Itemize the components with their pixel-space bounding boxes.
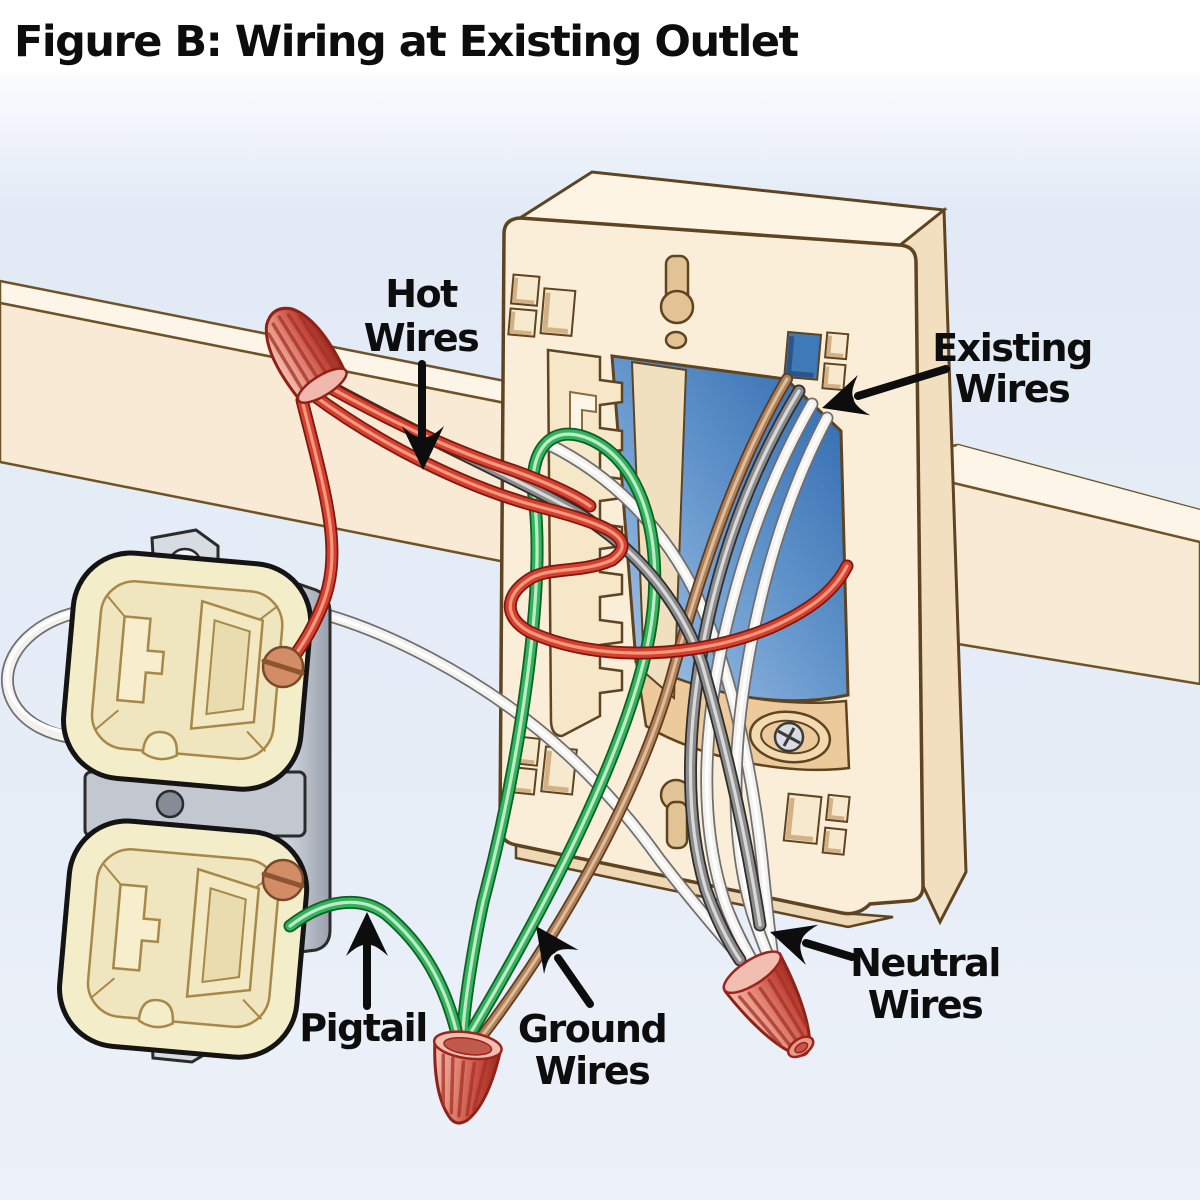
page-title: Figure B: Wiring at Existing Outlet	[14, 17, 799, 67]
label-neutral-wires-line1: Neutral	[850, 941, 1000, 985]
arrow-existing-wires-line	[854, 365, 950, 400]
ground-hole-bottom	[137, 998, 175, 1029]
label-hot-wires-line2: Wires	[364, 316, 479, 360]
arrow-neutral-wires-line	[802, 939, 856, 961]
label-hot-wires-line1: Hot	[385, 272, 458, 316]
label-existing-wires-line1: Existing	[932, 326, 1092, 370]
ledge-screw-slot	[777, 727, 801, 747]
neutral-slot	[115, 615, 166, 704]
receptacle-face-top	[61, 550, 314, 792]
outlet	[57, 528, 332, 1064]
terminal-screw-bottom	[261, 858, 305, 902]
header-band	[0, 0, 1200, 74]
terminal-screw-top	[261, 645, 305, 689]
label-ground-wires-line1: Ground	[518, 1007, 666, 1051]
ground-hole-top	[141, 730, 179, 761]
annotation-pigtail: Pigtail	[299, 912, 428, 1050]
screw-hole-top	[664, 330, 688, 350]
wire-nut-ground	[432, 1030, 503, 1125]
knockouts-top-left	[507, 273, 577, 338]
outlet-center-hole	[155, 789, 185, 819]
neutral-slot	[111, 883, 162, 972]
label-neutral-wires-line2: Wires	[868, 983, 983, 1027]
annotation-existing-wires: Existing Wires	[815, 326, 1093, 429]
label-existing-wires-line2: Wires	[955, 367, 1070, 411]
annotation-ground-wires: Ground Wires	[518, 913, 668, 1093]
wire-nut-neutral	[722, 950, 815, 1059]
wire-nut-hot	[264, 306, 348, 404]
annotation-hot-wires: Hot Wires	[364, 272, 480, 470]
arrow-ground-wires-line	[554, 954, 594, 1008]
knockouts-top-right	[783, 330, 850, 392]
label-pigtail: Pigtail	[299, 1006, 426, 1050]
receptacle-face-bottom	[57, 818, 310, 1060]
knockouts-bottom-left	[508, 735, 578, 796]
keyhole-slot-top	[659, 254, 695, 325]
knockouts-bottom-right	[782, 792, 851, 856]
label-ground-wires-line2: Wires	[535, 1049, 650, 1093]
annotation-neutral-wires: Neutral Wires	[763, 911, 1001, 1027]
